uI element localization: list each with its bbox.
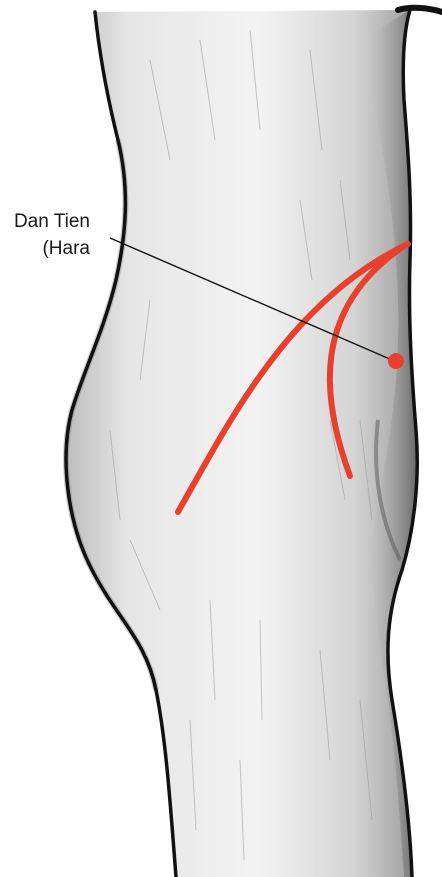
dan-tien-point [388,353,404,369]
annotation-label-line2: (Hara [42,238,90,260]
arm-stub [398,8,442,12]
annotation-label-line1: Dan Tien [14,211,90,233]
